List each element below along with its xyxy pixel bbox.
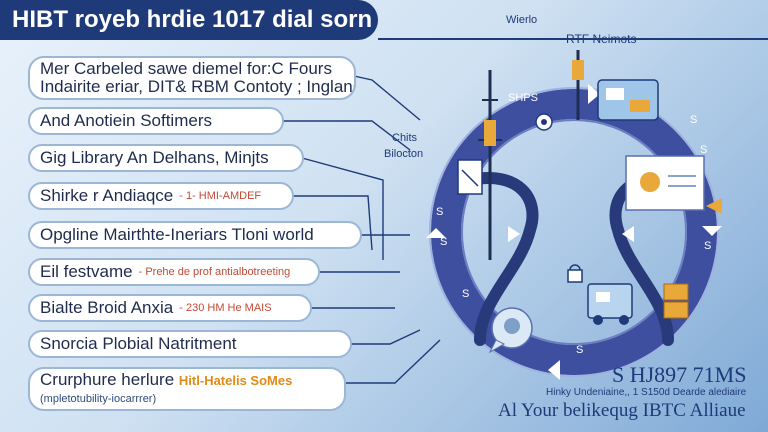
connector-2 xyxy=(282,120,411,151)
machine-cart-icon xyxy=(587,283,633,325)
list-item-5-label: Opgline Mairthte-Ineriars Tloni world xyxy=(40,225,314,244)
connector-4 xyxy=(292,195,373,251)
ring-arrow-top xyxy=(588,84,600,104)
list-item-8-label: Snorcia Plobial Natritment xyxy=(40,334,237,353)
list-item-5[interactable]: Opgline Mairthte-Ineriars Tloni world xyxy=(28,221,362,249)
list-item-7-note: - 230 HM He MAIS xyxy=(179,302,272,314)
list-item-9-label: Crurphure herlure xyxy=(40,369,175,389)
list-item-1-line1: Mer Carbeled sawe diemel for:C Fours xyxy=(40,59,332,78)
list-item-7[interactable]: Bialte Broid Anxia - 230 HM He MAIS xyxy=(28,294,312,322)
footer-subtext: Hinky Undeniaine,, 1 S150d Dearde aledia… xyxy=(546,387,747,398)
list-item-2[interactable]: And Anotiein Softimers xyxy=(28,107,284,135)
top-small-label: Wierlo xyxy=(506,14,538,26)
device-box-icon xyxy=(597,79,659,121)
process-ring-outer-edge xyxy=(429,87,719,377)
list-item-9-accent: Hitl-Hatelis SoMes xyxy=(178,372,293,388)
list-item-9-row: Crurphure herlure Hitl-Hatelis SoMes xyxy=(40,369,293,390)
inner-swoosh-left xyxy=(464,172,539,346)
ring-label-5: S xyxy=(576,344,584,356)
ring-label-6: S xyxy=(704,240,712,252)
swoosh-arrow-right xyxy=(622,226,634,242)
top-right-label: RTF Neimots xyxy=(566,32,637,46)
arrow-right-icon xyxy=(706,198,722,214)
title-underline xyxy=(378,38,768,40)
list-item-1-line2: Indairite eriar, DIT& RBM Contoty ; Ingl… xyxy=(40,77,356,96)
ring-arrow-left xyxy=(426,228,446,238)
footer-tagline: Al Your belikequg IBTC Alliaue xyxy=(498,400,746,421)
lock-icon xyxy=(567,264,583,283)
list-item-3-label: Gig Library An Delhans, Minjts xyxy=(40,148,269,167)
page-title: HIBT royeb hrdie 1017 dial sorn xyxy=(0,0,378,40)
process-ring-inner-edge xyxy=(461,119,687,345)
ring-label-4: S xyxy=(462,288,470,300)
list-item-6-label: Eil festvame xyxy=(40,262,133,281)
connector-8 xyxy=(350,329,421,345)
list-item-3[interactable]: Gig Library An Delhans, Minjts xyxy=(28,144,304,172)
list-item-6[interactable]: Eil festvame - Prehe de prof antialbotre… xyxy=(28,258,320,286)
connector-9 xyxy=(346,339,441,384)
list-item-9[interactable]: Crurphure herlure Hitl-Hatelis SoMes (mp… xyxy=(28,367,346,411)
ring-label-7: S xyxy=(690,114,698,126)
list-item-4[interactable]: Shirke r Andiaqce - 1- HMI-AMDEF xyxy=(28,182,294,210)
biloction-label: Bilocton xyxy=(384,148,424,160)
antenna-top-right-icon xyxy=(572,50,584,120)
ring-label-3: S xyxy=(440,236,448,248)
chits-label: Chits xyxy=(392,132,418,144)
ring-arrow-bottom xyxy=(548,360,560,380)
list-item-7-label: Bialte Broid Anxia xyxy=(40,298,174,317)
panel-box-icon xyxy=(457,159,483,195)
list-item-9-sub: (mpletotubility-iocarrrer) xyxy=(40,392,157,405)
list-item-4-note: - 1- HMI-AMDEF xyxy=(179,190,262,202)
list-item-4-label: Shirke r Andiaqce xyxy=(40,186,174,205)
ring-label-1: SHPS xyxy=(508,92,538,104)
process-ring xyxy=(431,89,717,375)
antenna-tower-icon xyxy=(478,70,502,260)
connector-1 xyxy=(353,75,421,121)
chat-bubble-icon xyxy=(488,307,533,354)
connector-3 xyxy=(301,157,384,260)
monitor-screen-icon xyxy=(625,155,705,211)
ring-label-2: S xyxy=(436,206,444,218)
ring-arrow-right xyxy=(702,226,722,236)
crates-icon xyxy=(663,283,689,319)
list-item-6-note: - Prehe de prof antialbotreeting xyxy=(138,266,291,278)
list-item-2-label: And Anotiein Softimers xyxy=(40,111,212,130)
gear-icon xyxy=(535,113,553,131)
list-item-8[interactable]: Snorcia Plobial Natritment xyxy=(28,330,352,358)
swoosh-arrow-left xyxy=(508,226,520,242)
ring-label-8: S xyxy=(700,144,708,156)
list-item-1[interactable]: Mer Carbeled sawe diemel for:C Fours Ind… xyxy=(28,56,356,100)
footer-code: S HJ897 71MS xyxy=(612,362,747,387)
